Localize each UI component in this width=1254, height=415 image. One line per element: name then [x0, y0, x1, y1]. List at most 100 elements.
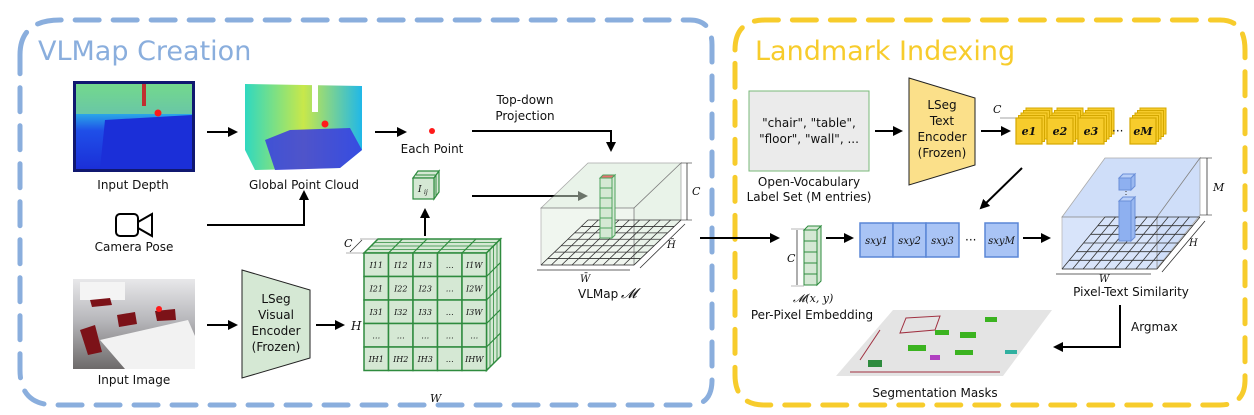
vlmap-label: VLMap — [578, 287, 618, 301]
svg-text:ij: ij — [424, 189, 428, 196]
feature-grid-cell-label: … — [446, 355, 454, 364]
feature-grid-cell-label: I23 — [418, 284, 432, 293]
similarity-score-label: sxy3 — [931, 236, 954, 247]
feature-grid-cell-label: I22 — [393, 284, 407, 293]
input-image-label: Input Image — [98, 373, 170, 387]
feature-grid-dim-h: H — [350, 319, 362, 333]
landmark-indexing-title: Landmark Indexing — [755, 36, 1015, 67]
segmentation-masks-label: Segmentation Masks — [872, 386, 997, 400]
feature-grid-cell-label: I21 — [369, 284, 383, 293]
feature-grid-cell-label: IH3 — [417, 355, 433, 364]
arrow-argmax — [1053, 305, 1121, 352]
similarity-score-cell — [925, 222, 960, 258]
per-pixel-symbol: 𝓜(x, y) — [793, 292, 833, 305]
label-set-box — [748, 90, 870, 172]
text-embedding-label: e1 — [1022, 125, 1037, 138]
visual-encoder-line2: Visual — [258, 308, 294, 322]
embedding-ellipsis: ··· — [1112, 124, 1123, 138]
feature-grid-dim-c: C — [344, 237, 353, 250]
feature-grid-cell-label: … — [372, 331, 380, 340]
global-point-cloud-image — [245, 84, 362, 170]
feature-grid-cell-label: … — [446, 261, 454, 270]
top-down-label-line1: Top-down — [496, 93, 554, 107]
camera-pose-label: Camera Pose — [95, 240, 174, 254]
arrow-pose-to-cloud — [207, 190, 309, 226]
label-set-text-line2: "floor", "wall", ... — [759, 132, 859, 146]
text-embedding-label: e2 — [1053, 125, 1068, 138]
text-embedding-label: e3 — [1084, 125, 1099, 138]
each-point-dot — [429, 128, 435, 134]
label-set-caption-line2: Label Set (M entries) — [747, 190, 872, 204]
text-encoder-line2: Text — [929, 114, 955, 128]
per-pixel-caption: Per-Pixel Embedding — [751, 308, 873, 322]
each-point-label: Each Point — [401, 142, 464, 156]
vlmap-dim-c: C — [692, 185, 701, 198]
feature-grid-cell-label: … — [397, 331, 405, 340]
similarity-score-cell — [984, 222, 1019, 258]
point-feature-cube: I ij — [411, 169, 441, 201]
feature-grid-cell-label: … — [421, 331, 429, 340]
text-embedding-2: e2 — [1046, 107, 1084, 145]
feature-grid-cell-label: I31 — [369, 308, 383, 317]
feature-grid-cell-label: I11 — [369, 261, 383, 270]
per-pixel-dim-c: C — [787, 252, 796, 265]
vlmap-dim-h: H̄ — [666, 239, 676, 251]
similarity-score-label: sxy2 — [898, 236, 921, 247]
pixel-text-similarity-volume — [1056, 156, 1212, 275]
top-down-label-line2: Projection — [495, 109, 554, 123]
vlmap-creation-border — [17, 17, 715, 408]
pixel-text-similarity-label: Pixel-Text Similarity — [1073, 285, 1189, 299]
similarity-dim-m: M — [1212, 181, 1225, 194]
feature-grid-cell-label: I13 — [418, 261, 432, 270]
feature-grid-cell-label: IH1 — [368, 355, 384, 364]
feature-grid-cell-label: I1W — [465, 261, 483, 270]
per-pixel-embedding-column — [791, 224, 823, 287]
argmax-label: Argmax — [1131, 320, 1178, 334]
text-encoder-line3: Encoder — [917, 130, 966, 144]
feature-grid-cell-label: … — [446, 331, 454, 340]
feature-grid-cell-label: I32 — [393, 308, 407, 317]
segmentation-masks-image — [836, 310, 1052, 376]
similarity-score-label: sxy1 — [865, 236, 888, 247]
visual-encoder-block — [241, 269, 311, 379]
vlmap-volume — [537, 162, 692, 271]
text-embedding-label: eM — [1133, 125, 1153, 138]
feature-grid-cell-label: … — [446, 308, 454, 317]
camera-icon — [115, 212, 153, 238]
feature-grid-cell — [461, 346, 488, 372]
feature-grid-cell-label: … — [470, 331, 478, 340]
similarity-score-cell — [859, 222, 894, 258]
text-embeddings: e1 e2 e3 eM ··· — [1000, 107, 1167, 145]
input-rgb-image — [73, 279, 195, 369]
vlmap-feature-column — [598, 173, 617, 240]
embedding-dim-c: C — [993, 103, 1002, 116]
visual-encoder-line1: LSeg — [261, 292, 290, 306]
visual-encoder-line4: (Frozen) — [252, 340, 301, 354]
feature-grid-cell-label: IH2 — [392, 355, 408, 364]
text-encoder-line1: LSeg — [927, 98, 956, 112]
feature-grid-cell-label: IHW — [464, 355, 484, 364]
feature-grid-cell-label: I2W — [465, 284, 483, 293]
feature-grid-cell-label: … — [446, 284, 454, 293]
label-set-caption-line1: Open-Vocabulary — [758, 175, 860, 189]
text-encoder-block — [908, 77, 976, 186]
score-ellipsis: ··· — [965, 233, 976, 247]
input-depth-image — [73, 81, 195, 172]
arrow-top-down-projection — [472, 130, 616, 152]
text-encoder-line4: (Frozen) — [918, 146, 967, 160]
similarity-dim-h: H — [1188, 238, 1198, 249]
text-embedding-3: e3 — [1077, 107, 1115, 145]
point-feature-symbol: I — [417, 185, 422, 195]
vlmap-dim-w: W̄ — [580, 273, 591, 285]
feature-grid-dim-w: W — [430, 392, 443, 405]
vlmap-creation-title: VLMap Creation — [38, 36, 251, 67]
input-depth-label: Input Depth — [97, 178, 168, 192]
global-point-cloud-label: Global Point Cloud — [249, 178, 359, 192]
arrow-embeddings-to-similarity — [979, 167, 1023, 210]
landmark-indexing-border — [732, 17, 1248, 408]
feature-grid-cell-label: I3W — [465, 308, 483, 317]
feature-grid-cell-label: I33 — [418, 308, 432, 317]
